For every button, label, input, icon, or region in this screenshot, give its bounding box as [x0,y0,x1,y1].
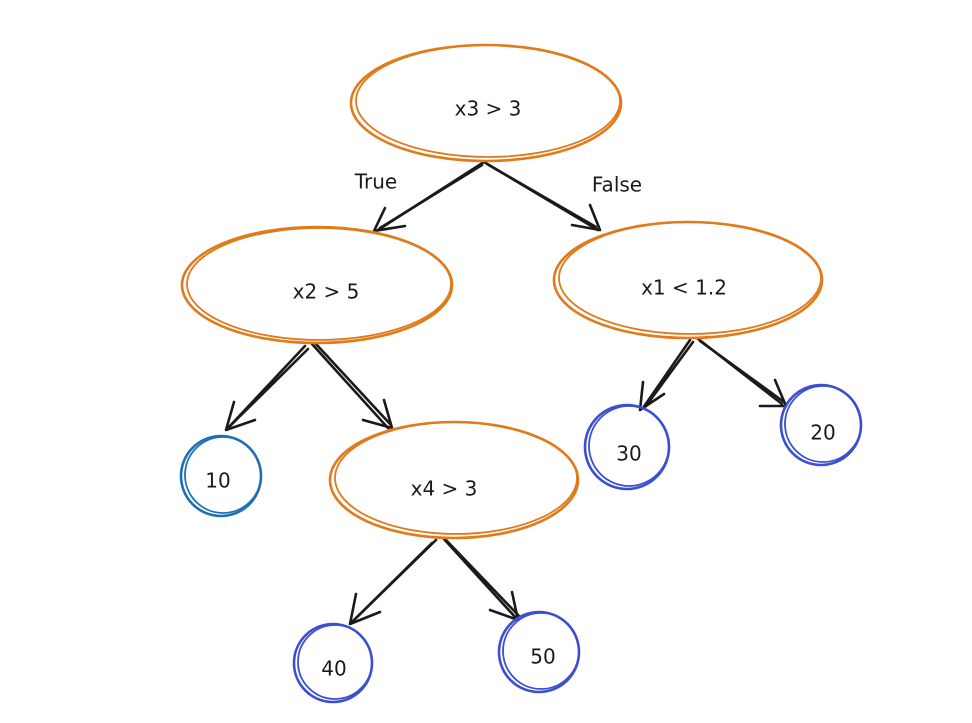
leaf-node-50-label: 50 [530,645,555,669]
leaf-node-10[interactable]: 10 [179,434,263,518]
leaf-node-30[interactable]: 30 [583,403,671,491]
decision-node-x1[interactable]: x1 < 1.2 [552,220,824,340]
leaf-node-50[interactable]: 50 [497,610,581,694]
leaf-node-40[interactable]: 40 [292,622,374,704]
edge-x1-to-leaf-30 [638,338,695,412]
edges [224,160,788,626]
decision-node-x2[interactable]: x2 > 5 [180,225,454,345]
leaf-node-20[interactable]: 20 [779,383,863,467]
edge-x4-to-leaf-50 [441,536,521,622]
edge-x1-to-leaf-20 [695,336,788,408]
leaf-node-30-label: 30 [616,442,641,466]
decision-node-x4[interactable]: x4 > 3 [328,420,580,540]
edge-label-false: False [592,173,642,197]
leaf-node-10-label: 10 [205,469,230,493]
edge-x2-to-leaf-10 [224,344,310,432]
leaf-node-20-label: 20 [810,421,835,445]
edge-label-true: True [354,170,397,194]
leaf-node-40-label: 40 [321,657,346,681]
decision-node-x2-label: x2 > 5 [293,280,360,304]
decision-node-x4-label: x4 > 3 [411,477,478,501]
edge-x4-to-leaf-40 [348,538,438,626]
root-node[interactable]: x3 > 3 [349,43,623,163]
decision-node-x1-label: x1 < 1.2 [641,276,727,300]
root-node-label: x3 > 3 [455,97,522,121]
edge-root-to-x1 [482,160,602,232]
edge-x2-to-x4 [310,342,394,430]
